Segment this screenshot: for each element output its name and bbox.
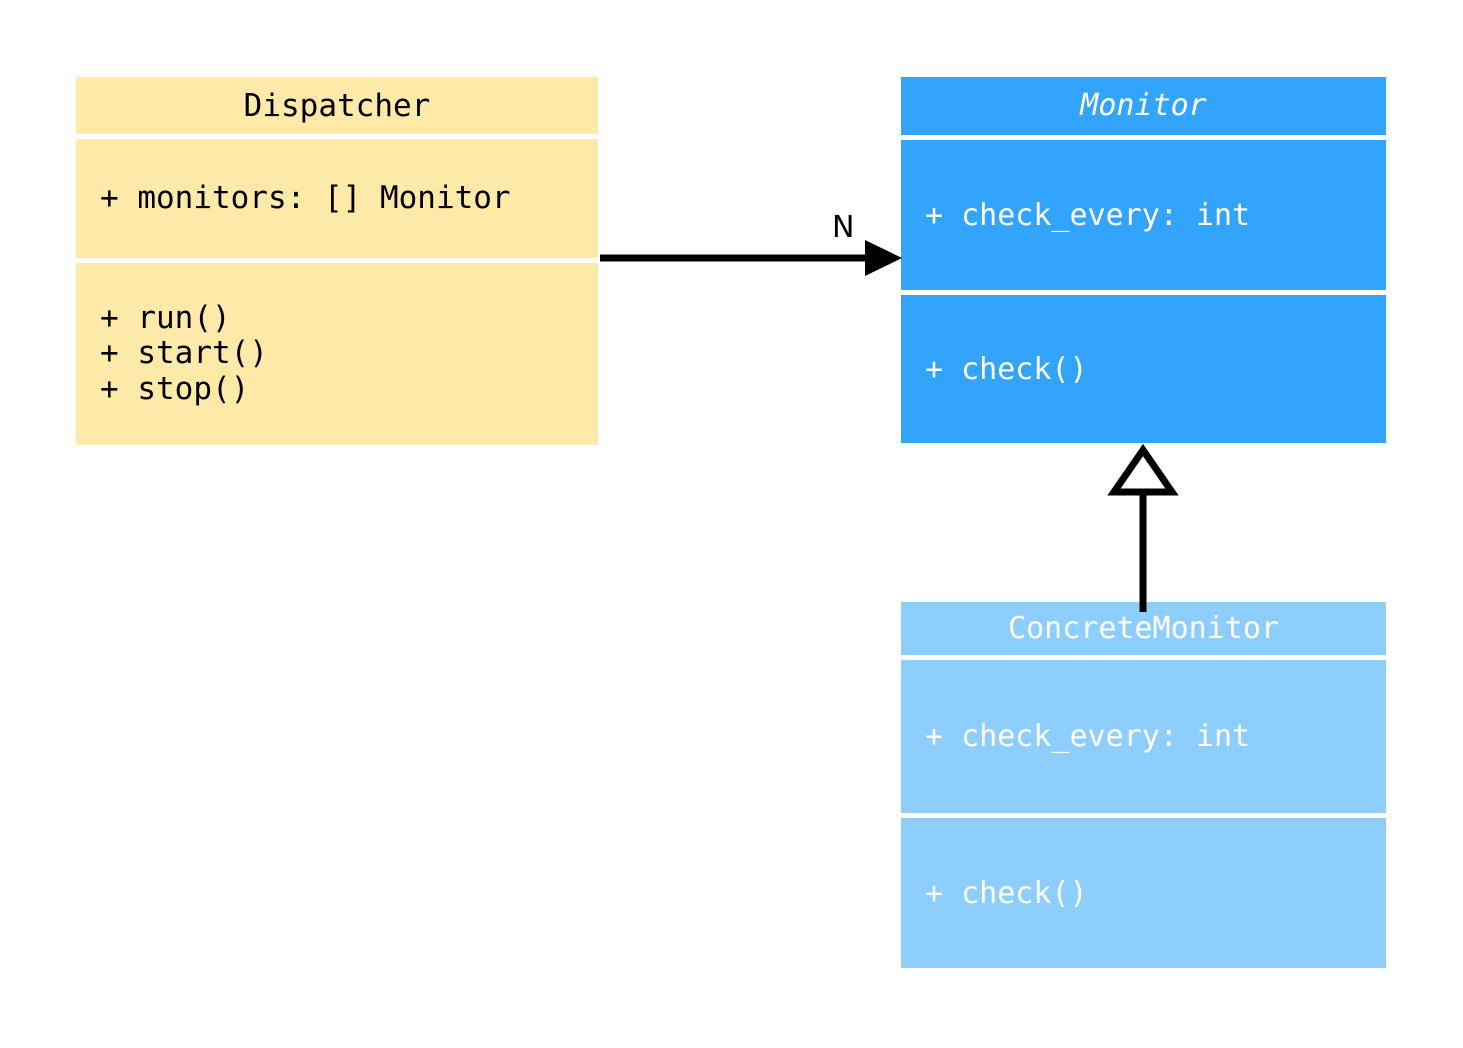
generalization-arrow-concretemonitor-to-monitor xyxy=(1107,443,1179,612)
methods-compartment-dispatcher: + run() + start() + stop() xyxy=(76,263,598,445)
attribute-row: + check_every: int xyxy=(925,719,1251,754)
class-divider xyxy=(901,134,1386,140)
class-divider xyxy=(76,134,598,139)
class-divider xyxy=(76,258,598,263)
method-row: + run() xyxy=(100,299,231,336)
methods-compartment-monitor: + check() xyxy=(901,295,1386,443)
class-title-monitor: Monitor xyxy=(1080,88,1207,124)
class-box-concretemonitor[interactable]: ConcreteMonitor + check_every: int + che… xyxy=(901,602,1386,968)
attributes-compartment-dispatcher: + monitors: [] Monitor xyxy=(76,139,598,258)
attribute-row: + monitors: [] Monitor xyxy=(100,180,511,217)
class-box-monitor[interactable]: Monitor + check_every: int + check() xyxy=(901,77,1386,443)
class-divider xyxy=(901,290,1386,296)
class-title-concretemonitor: ConcreteMonitor xyxy=(1008,611,1279,646)
association-multiplicity-label: N xyxy=(832,210,855,245)
methods-compartment-concretemonitor: + check() xyxy=(901,818,1386,968)
class-box-dispatcher[interactable]: Dispatcher + monitors: [] Monitor + run(… xyxy=(76,77,598,445)
class-divider xyxy=(901,655,1386,660)
method-row: + start() xyxy=(100,335,268,372)
method-row: + check() xyxy=(925,351,1088,387)
method-row: + check() xyxy=(925,875,1088,911)
attribute-row: + check_every: int xyxy=(925,197,1251,233)
association-arrow-dispatcher-to-monitor xyxy=(600,240,902,276)
attributes-compartment-concretemonitor: + check_every: int xyxy=(901,660,1386,813)
class-divider xyxy=(901,813,1386,818)
class-title-dispatcher: Dispatcher xyxy=(243,87,431,124)
attributes-compartment-monitor: + check_every: int xyxy=(901,139,1386,291)
method-row: + stop() xyxy=(100,370,250,407)
